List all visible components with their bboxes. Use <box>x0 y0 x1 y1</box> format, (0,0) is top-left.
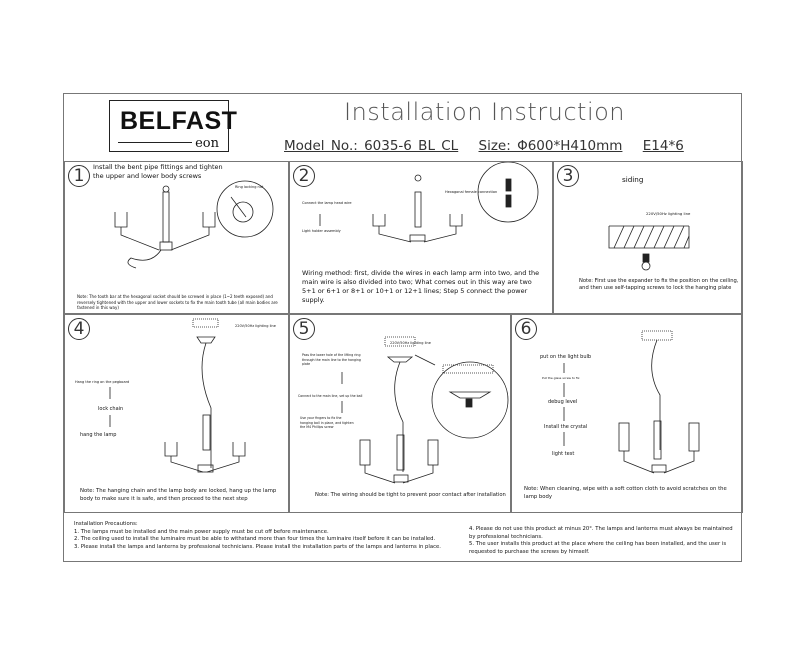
brand-name: BELFAST <box>120 107 238 135</box>
model-line: Model No.: 6035-6 BL CL Size: Φ600*H410m… <box>284 138 698 154</box>
power-line-label: 220V/50Hz lighting line <box>646 211 691 216</box>
flow-step: Pass the lower hole of the lifting ring … <box>302 353 361 366</box>
brand-sub: eon <box>192 136 222 151</box>
step-number: 1 <box>68 165 90 187</box>
step-5-panel: 5 220V/50Hz lighting line Pass the lower… <box>289 314 511 513</box>
step-number: 4 <box>68 318 90 340</box>
size-spec: Size: Φ600*H410mm <box>478 138 623 154</box>
instruction-sheet: BELFAST eon Installation Instruction Mod… <box>63 93 743 562</box>
precaution-item: 2. The ceiling used to install the lumin… <box>74 536 436 542</box>
ceiling-mount-diagram <box>608 225 690 271</box>
holder-label: Light holder assembly <box>302 229 341 233</box>
flow-step: put on the light bulb <box>540 354 592 360</box>
bulb-spec: E14*6 <box>642 138 684 154</box>
step-note: Note: The wiring should be tight to prev… <box>315 492 506 498</box>
flow-step: debug level <box>548 399 578 405</box>
precaution-item: 1. The lamps must be installed and the m… <box>74 528 329 535</box>
step-note: Note: When cleaning, wipe with a soft co… <box>524 486 727 500</box>
precautions-left: Installation Precautions: 1. The lamps m… <box>74 521 464 551</box>
flow-step: Use your fingers to fix the hanging ball… <box>300 416 354 429</box>
wiring-diagram <box>319 162 539 243</box>
wire-label: Connect the lamp head wire <box>302 201 352 205</box>
step-note: Note: The hanging chain and the lamp bod… <box>80 488 277 502</box>
step-heading: siding <box>622 175 644 184</box>
final-lamp-diagram <box>563 330 700 474</box>
precaution-item: 4. Please do not use this product at min… <box>469 526 733 540</box>
connection-label: Hexagonal female connection <box>445 190 498 194</box>
flow-step: Put the glass screw to fix <box>542 376 580 380</box>
flow-step: light test <box>552 451 575 457</box>
power-connection-diagram <box>341 336 509 484</box>
flow-step: hang the lamp <box>80 432 117 438</box>
step-number: 3 <box>557 165 579 187</box>
flow-step: Install the crystal <box>544 424 588 430</box>
model-number: Model No.: 6035-6 BL CL <box>284 138 459 154</box>
step-2-panel: 2 Connect the lamp head wire Light holde… <box>289 161 553 314</box>
brand-logo: BELFAST eon <box>109 100 237 152</box>
step-3-panel: 3 siding 220V/50Hz lighting line Note: F… <box>553 161 743 314</box>
step-note: Note: First use the expander to fix the … <box>579 278 739 291</box>
flow-step: Hang the ring on the pegboard <box>75 380 130 384</box>
detail-label: Ring locking nut <box>235 185 264 189</box>
flow-step: Connect to the main line, set up the bal… <box>298 394 363 398</box>
step-number: 5 <box>293 318 315 340</box>
step-6-panel: 6 put on the light bulb Put the glass sc… <box>511 314 743 513</box>
step-4-panel: 4 220V/50Hz lighting line Hang the ring … <box>64 314 289 513</box>
step-number: 2 <box>293 165 315 187</box>
step-instruction: Install the bent pipe fittings and tight… <box>93 163 223 180</box>
precautions-right: 4. Please do not use this product at min… <box>469 526 734 556</box>
power-line-label: 220V/50Hz lighting line <box>390 341 431 345</box>
flow-step: lock chain <box>98 406 124 412</box>
step-1-panel: 1 Install the bent pipe fittings and tig… <box>64 161 289 314</box>
hanging-lamp-diagram <box>109 318 246 473</box>
power-line-label: 220V/50Hz lighting line <box>235 324 276 328</box>
step-note: Note: The tooth bar at the hexagonal soc… <box>77 294 278 310</box>
page-title: Installation Instruction <box>344 98 626 126</box>
precautions-title: Installation Precautions: <box>74 521 138 527</box>
precaution-item: 5. The user installs this product at the… <box>469 541 727 555</box>
step-note: Wiring method: first, divide the wires i… <box>302 269 540 304</box>
precaution-item: 3. Please install the lamps and lanterns… <box>74 543 441 550</box>
step-number: 6 <box>515 318 537 340</box>
chandelier-assembly-diagram <box>114 180 274 269</box>
